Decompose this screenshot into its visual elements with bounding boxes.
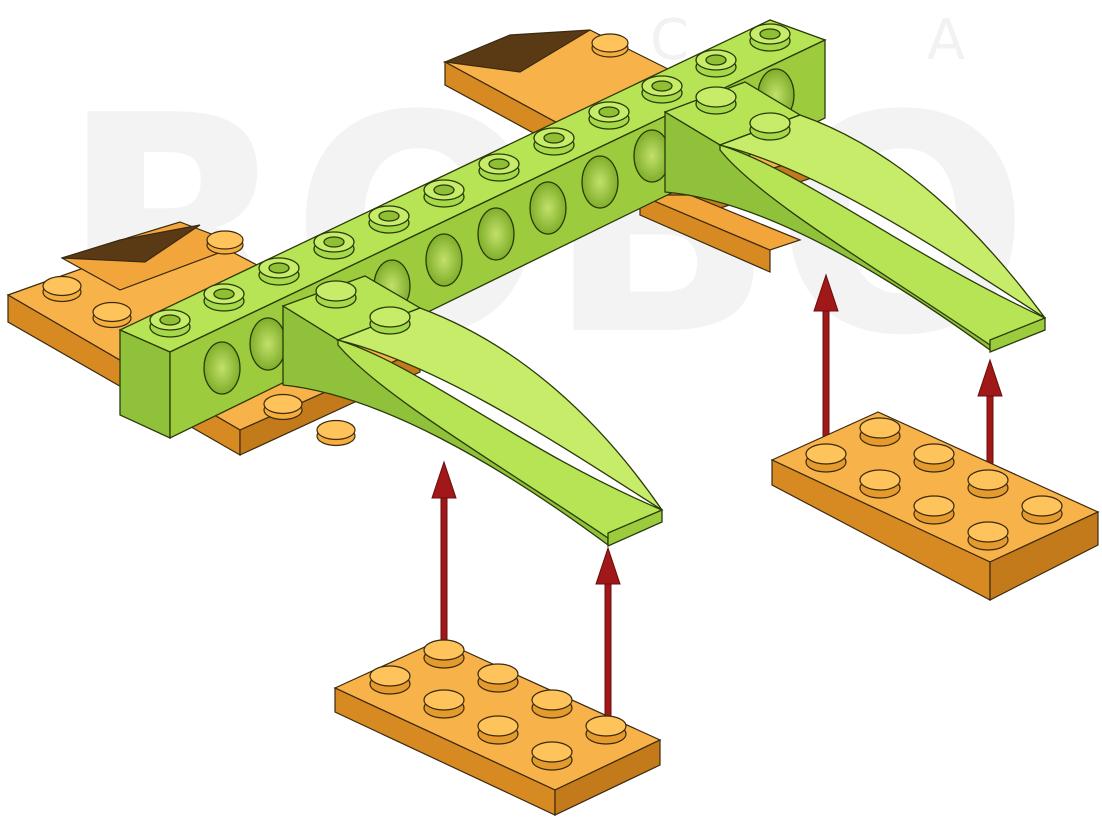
- orange-plate-2x4-bottom-right: [770, 411, 1100, 601]
- green-curved-slope-left: [281, 275, 664, 548]
- arrow-up-1: [431, 460, 457, 641]
- arrow-up-2: [595, 546, 621, 719]
- arrow-up-4: [977, 358, 1003, 531]
- green-curved-slope-right: [663, 81, 1047, 353]
- orange-plate-2x4-bottom-left: [333, 639, 662, 816]
- arrow-up-3: [813, 273, 839, 456]
